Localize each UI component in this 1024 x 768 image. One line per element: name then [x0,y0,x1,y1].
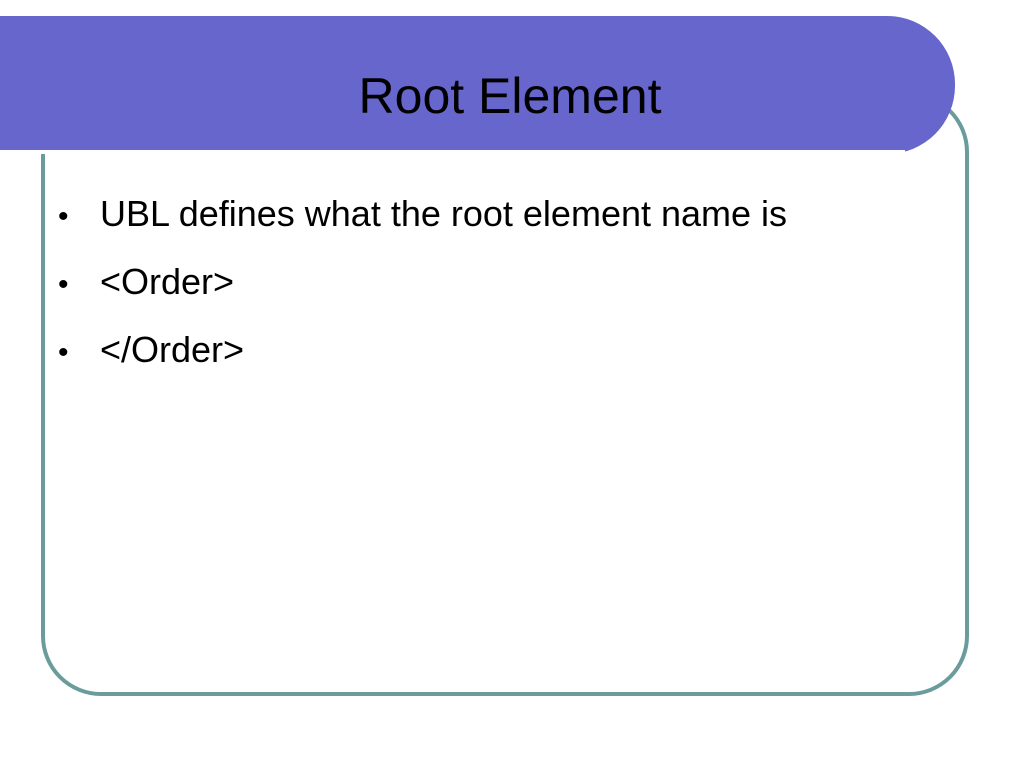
content-frame [41,92,969,696]
bullet-item: • <Order> [58,258,787,309]
bullet-list: • UBL defines what the root element name… [58,190,787,394]
bullet-icon: • [58,336,69,369]
title-underline [0,150,905,154]
bullet-item: • </Order> [58,326,787,377]
title-bar [0,16,955,154]
bullet-item: • UBL defines what the root element name… [58,190,787,241]
bullet-icon: • [58,200,69,233]
bullet-text: </Order> [100,329,245,370]
bullet-icon: • [58,268,69,301]
slide-title: Root Element [358,68,662,124]
bullet-text: <Order> [100,261,235,302]
bullet-text: UBL defines what the root element name i… [100,193,788,234]
